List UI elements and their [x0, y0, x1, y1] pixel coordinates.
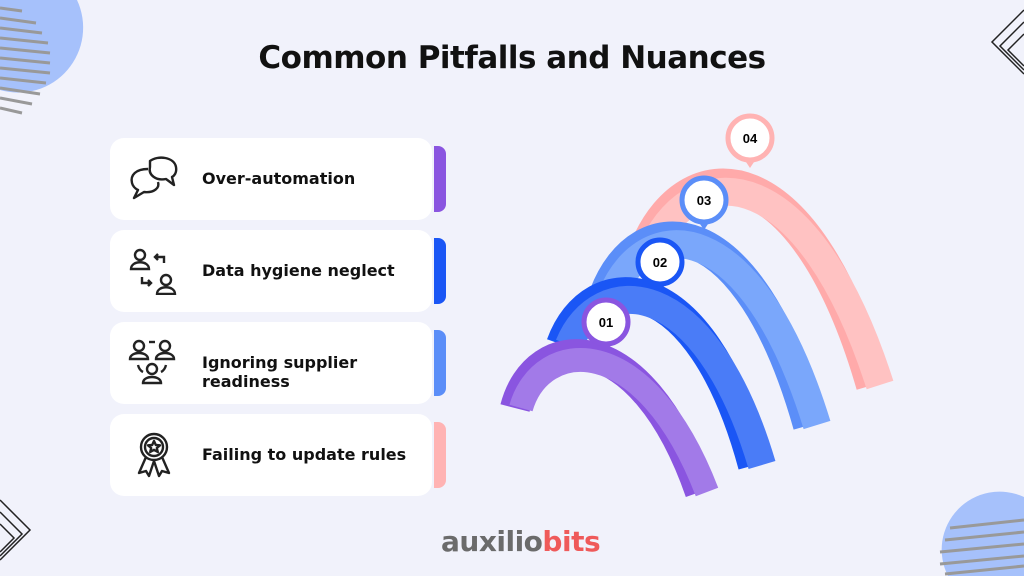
auxiliobits-logo: auxiliobits [441, 525, 601, 558]
award-badge-icon [137, 432, 171, 478]
step-pin-03: 03 [679, 175, 729, 230]
page-title: Common Pitfalls and Nuances [258, 40, 766, 76]
step-number: 01 [599, 315, 613, 330]
corner-decoration-bottom-right [939, 491, 1024, 576]
pitfall-card-update-rules: Failing to update rules [110, 414, 446, 496]
color-tab [434, 330, 446, 396]
pitfall-card-supplier-readiness: Ignoring supplier readiness [110, 322, 446, 404]
step-pin-01: 01 [581, 297, 631, 352]
color-tab [434, 422, 446, 488]
step-number: 04 [743, 131, 758, 146]
user-exchange-icon [129, 248, 177, 295]
pitfall-label: Ignoring supplier readiness [202, 353, 358, 391]
pitfall-card-over-automation: Over-automation [110, 138, 446, 220]
corner-decoration-top-left [0, 0, 84, 115]
corner-decoration-bottom-left [0, 499, 32, 561]
arch-03 [590, 221, 831, 430]
step-number: 02 [653, 255, 667, 270]
color-tab [434, 146, 446, 212]
pitfall-card-data-hygiene: Data hygiene neglect [110, 230, 446, 312]
arch-04 [632, 168, 894, 390]
color-tab [434, 238, 446, 304]
user-group-icon [128, 339, 176, 385]
step-pin-02: 02 [635, 237, 685, 292]
pitfall-label: Data hygiene neglect [202, 261, 395, 280]
step-pin-04: 04 [725, 113, 775, 168]
arch-01 [500, 339, 719, 497]
pitfall-label: Failing to update rules [202, 445, 407, 464]
pitfall-label: Over-automation [202, 169, 356, 188]
step-number: 03 [697, 193, 711, 208]
chat-bubbles-icon [130, 156, 178, 200]
corner-decoration-top-right [990, 9, 1024, 75]
